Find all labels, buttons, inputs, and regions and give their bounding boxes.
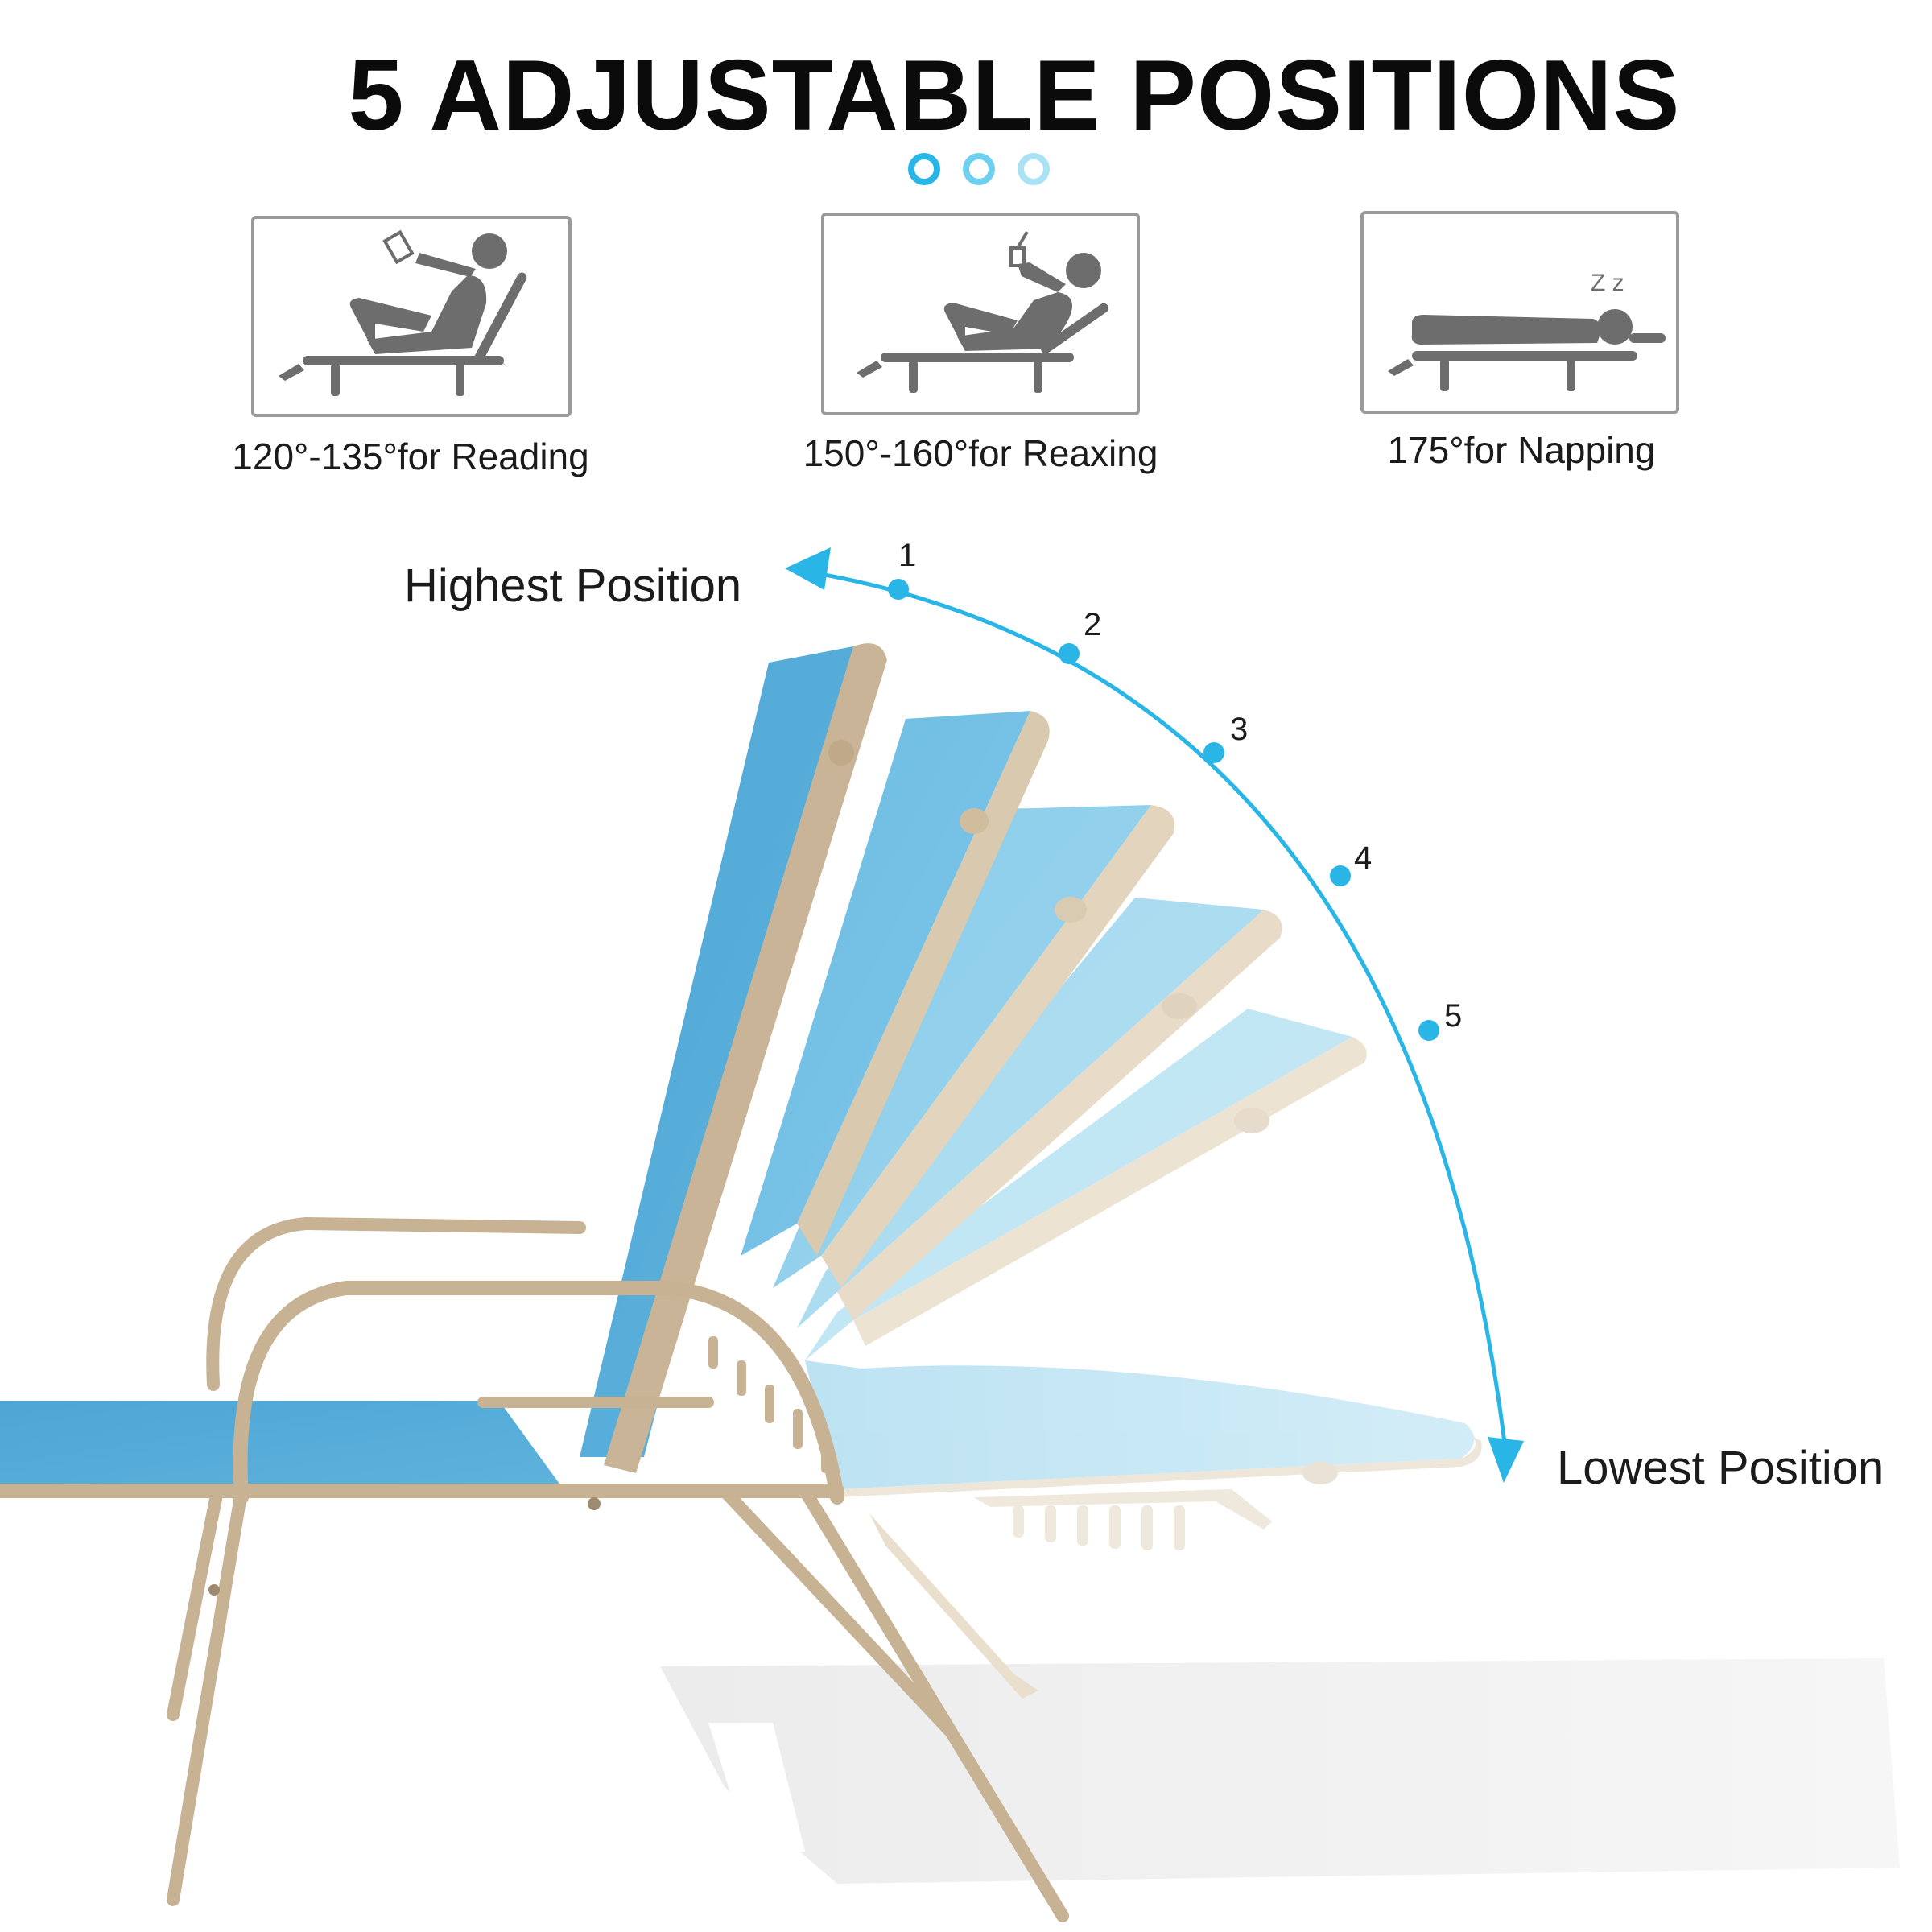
napping-person-icon: Z z	[1388, 270, 1666, 391]
seat-fabric	[0, 1401, 564, 1489]
dot-indicator	[908, 153, 940, 185]
reading-person-icon	[279, 229, 527, 396]
dot-indicator	[1018, 153, 1050, 185]
arrow-head-top	[785, 547, 831, 590]
position-arc	[796, 568, 1508, 1450]
carousel-dots	[908, 153, 1050, 185]
napping-position-card: Z z	[1360, 211, 1679, 414]
frame-bolts	[208, 1497, 601, 1596]
relaxing-caption: 150°-160°for Reaxing	[803, 432, 1158, 474]
position-number: 5	[1444, 998, 1463, 1034]
position-number: 4	[1354, 840, 1373, 876]
relaxing-person-icon	[857, 230, 1109, 393]
rear-support-faded	[869, 1513, 1038, 1699]
position-number: 1	[898, 538, 917, 573]
adjust-hooks	[708, 1336, 831, 1473]
position-markers	[888, 579, 1439, 1041]
backrest-position-5	[805, 1009, 1367, 1360]
backrest-position-2	[741, 711, 1050, 1256]
page-title: 5 ADJUSTABLE POSITIONS	[348, 40, 1681, 151]
napping-caption: 175°for Napping	[1387, 429, 1656, 471]
arrow-head-bottom	[1488, 1437, 1524, 1483]
highest-position-label: Highest Position	[404, 559, 742, 612]
position-number: 2	[1084, 607, 1102, 642]
floor-shadow-light	[708, 1723, 805, 1852]
backrest-position-3	[773, 805, 1175, 1288]
backrest-position-1-highest	[523, 643, 887, 1473]
floor-shadow	[660, 1658, 1900, 1884]
zz-text: Z z	[1591, 270, 1624, 296]
dot-indicator	[963, 153, 995, 185]
relaxing-position-card	[821, 213, 1140, 415]
position-number: 3	[1230, 712, 1249, 747]
lowest-position-label: Lowest Position	[1557, 1442, 1885, 1494]
chair-frame	[0, 1216, 1069, 1922]
backrest-position-4	[797, 898, 1282, 1328]
reading-caption: 120°-135°for Reading	[232, 436, 589, 477]
reading-position-card	[251, 216, 572, 417]
backrest-lowest-position	[805, 1360, 1482, 1550]
